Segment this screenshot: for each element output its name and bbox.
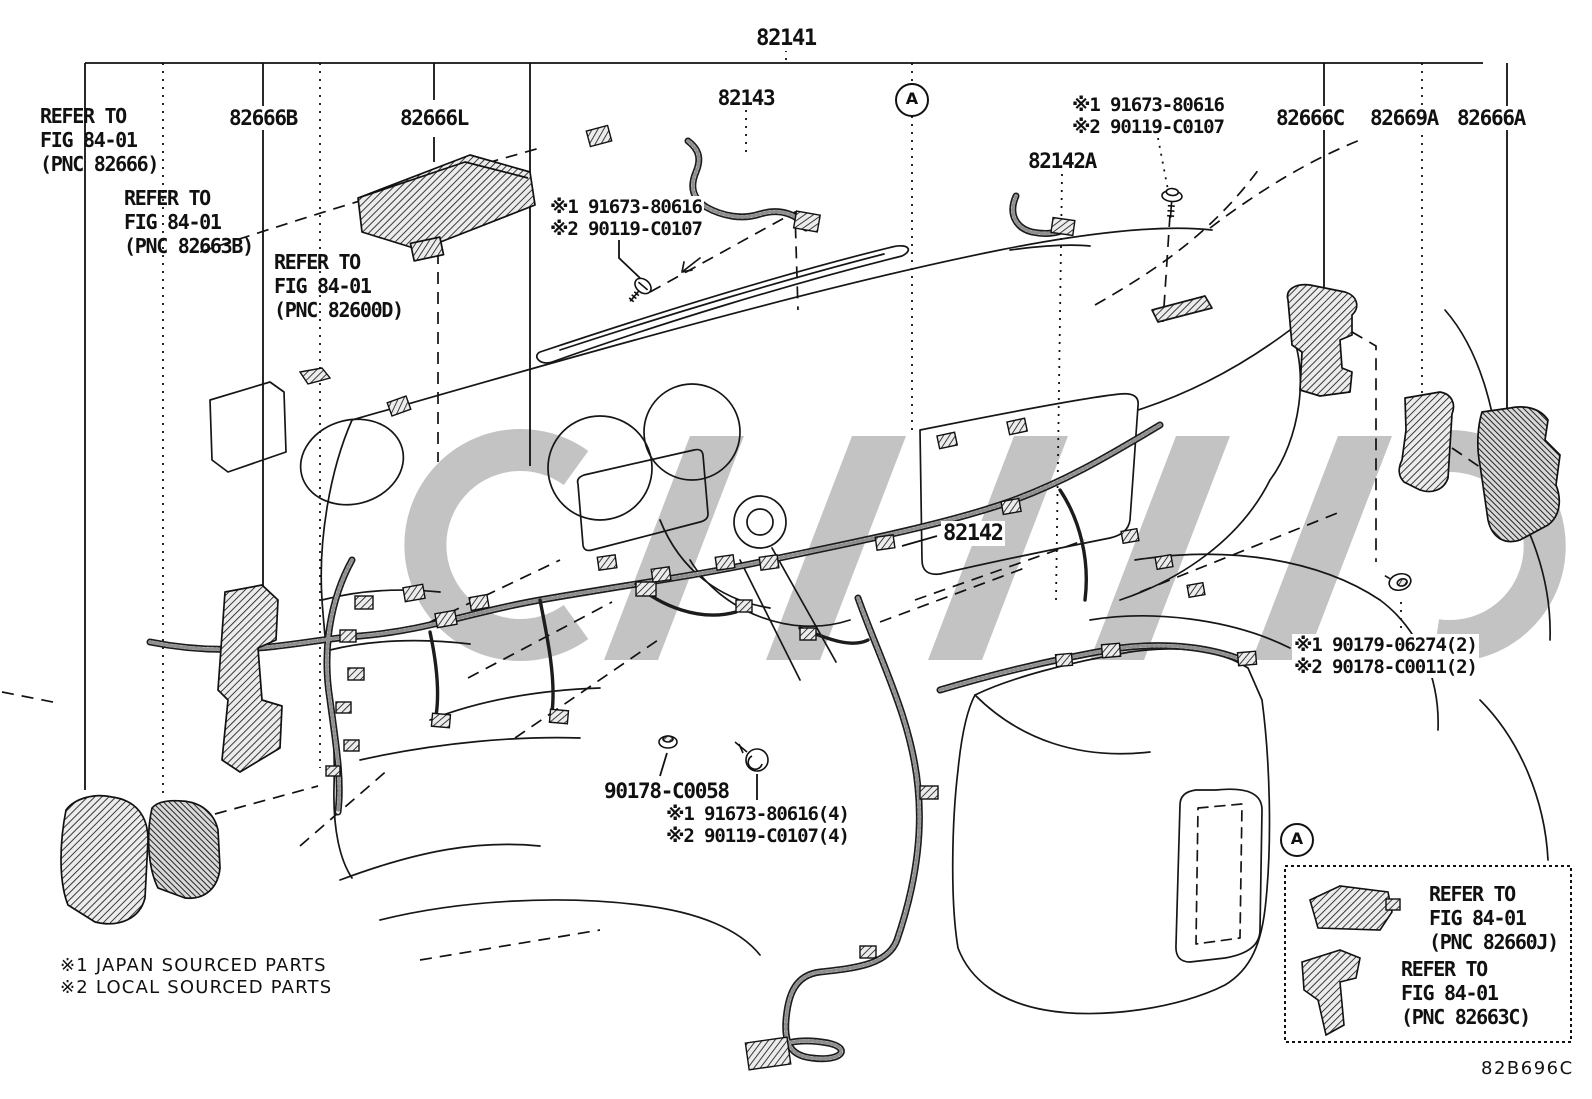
- part-82669A: [1398, 391, 1455, 493]
- fasteners: [628, 187, 1412, 772]
- screw-left: [628, 277, 652, 303]
- part-82666A: [1476, 406, 1561, 543]
- clip: [658, 735, 678, 749]
- part-label-82666L: 82666L: [397, 106, 471, 130]
- part-82663C: [1301, 949, 1361, 1037]
- part-left-block-1: [60, 794, 149, 925]
- part-label-82666C: 82666C: [1273, 106, 1347, 130]
- fastener-note-bolt: ※1 91673-80616(4)※2 90119-C0107(4): [664, 803, 851, 847]
- part-label-90178-C0058: 90178-C0058: [602, 779, 731, 803]
- part-label-82142: 82142: [941, 521, 1005, 546]
- connectors: [298, 124, 1258, 1071]
- part-label-82141: 82141: [754, 26, 818, 51]
- part-label-82666B: 82666B: [226, 106, 300, 130]
- sourcing-legend: ※1 JAPAN SOURCED PARTS※2 LOCAL SOURCED P…: [60, 955, 333, 998]
- part-82666B: [217, 584, 283, 773]
- part-left-block-2: [147, 799, 221, 899]
- part-label-82669A: 82669A: [1367, 106, 1441, 130]
- figure-code: 82B696C: [1481, 1058, 1574, 1079]
- section-marker-a-bottom: A: [1280, 823, 1314, 857]
- fastener-note-left: ※1 91673-80616※2 90119-C0107: [548, 196, 704, 240]
- section-marker-a-top: A: [895, 83, 929, 117]
- part-82666L: [357, 154, 536, 262]
- leader-lines: [84, 50, 1508, 993]
- fastener-note-nut: ※1 90179-06274(2)※2 90178-C0011(2): [1292, 634, 1479, 678]
- fastener-note-right: ※1 91673-80616※2 90119-C0107: [1070, 94, 1226, 138]
- nut: [1384, 572, 1412, 592]
- part-drawings: [60, 154, 1561, 925]
- part-label-82143: 82143: [715, 86, 777, 110]
- part-label-82666A: 82666A: [1454, 106, 1528, 130]
- part-82666C: [1286, 283, 1358, 397]
- part-label-82142A: 82142A: [1025, 149, 1099, 173]
- bolt: [734, 741, 769, 772]
- screw-right: [1161, 187, 1183, 219]
- part-82660J: [1309, 885, 1393, 931]
